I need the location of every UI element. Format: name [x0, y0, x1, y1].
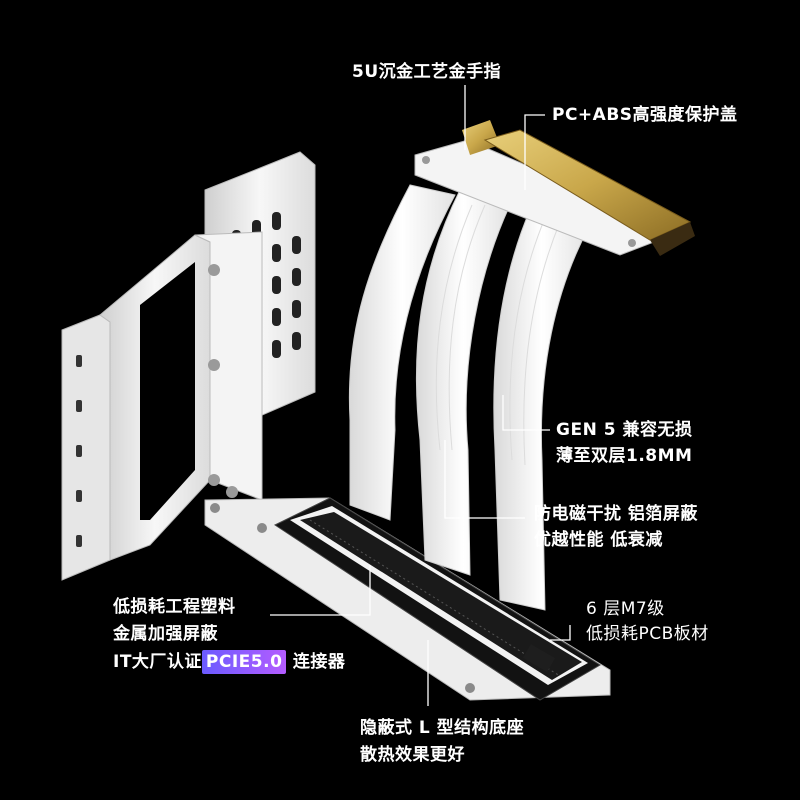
callout-connector-line2: 金属加强屏蔽 [113, 624, 218, 644]
top-connector [414, 120, 695, 256]
front-bracket-frame [61, 231, 263, 581]
callout-base-line1: 隐蔽式 L 型结构底座 [360, 718, 525, 738]
leader-lines [270, 85, 571, 706]
leader-shield [444, 440, 525, 519]
callout-cover: PC+ABS高强度保护盖 [552, 105, 738, 125]
ribbon-cables [348, 184, 591, 611]
callout-cable-line1: GEN 5 兼容无损 [556, 420, 693, 440]
callout-cable-line2: 薄至双层1.8MM [556, 446, 693, 466]
callout-shield-line1: 防电磁干扰 铝箔屏蔽 [534, 504, 698, 524]
connector-line3-suffix: 连接器 [286, 652, 346, 672]
pcie-slot-connector [273, 497, 601, 701]
callout-shield-line2: 优越性能 低衰减 [534, 530, 663, 550]
leader-cable [502, 395, 550, 431]
connector-line3-prefix: IT大厂认证 [113, 652, 202, 672]
callout-pcb-line1: 6 层M7级 [586, 599, 665, 619]
leader-connector [270, 565, 371, 616]
leader-pcb [550, 625, 571, 641]
callout-base-line2: 散热效果更好 [360, 745, 465, 765]
callout-pcb-line2: 低损耗PCB板材 [586, 624, 709, 644]
leader-cover [524, 114, 545, 190]
pcie5-badge: PCIE5.0 [201, 650, 287, 674]
callout-gold-finger: 5U沉金工艺金手指 [352, 62, 502, 82]
callout-connector-line1: 低损耗工程塑料 [113, 597, 236, 617]
